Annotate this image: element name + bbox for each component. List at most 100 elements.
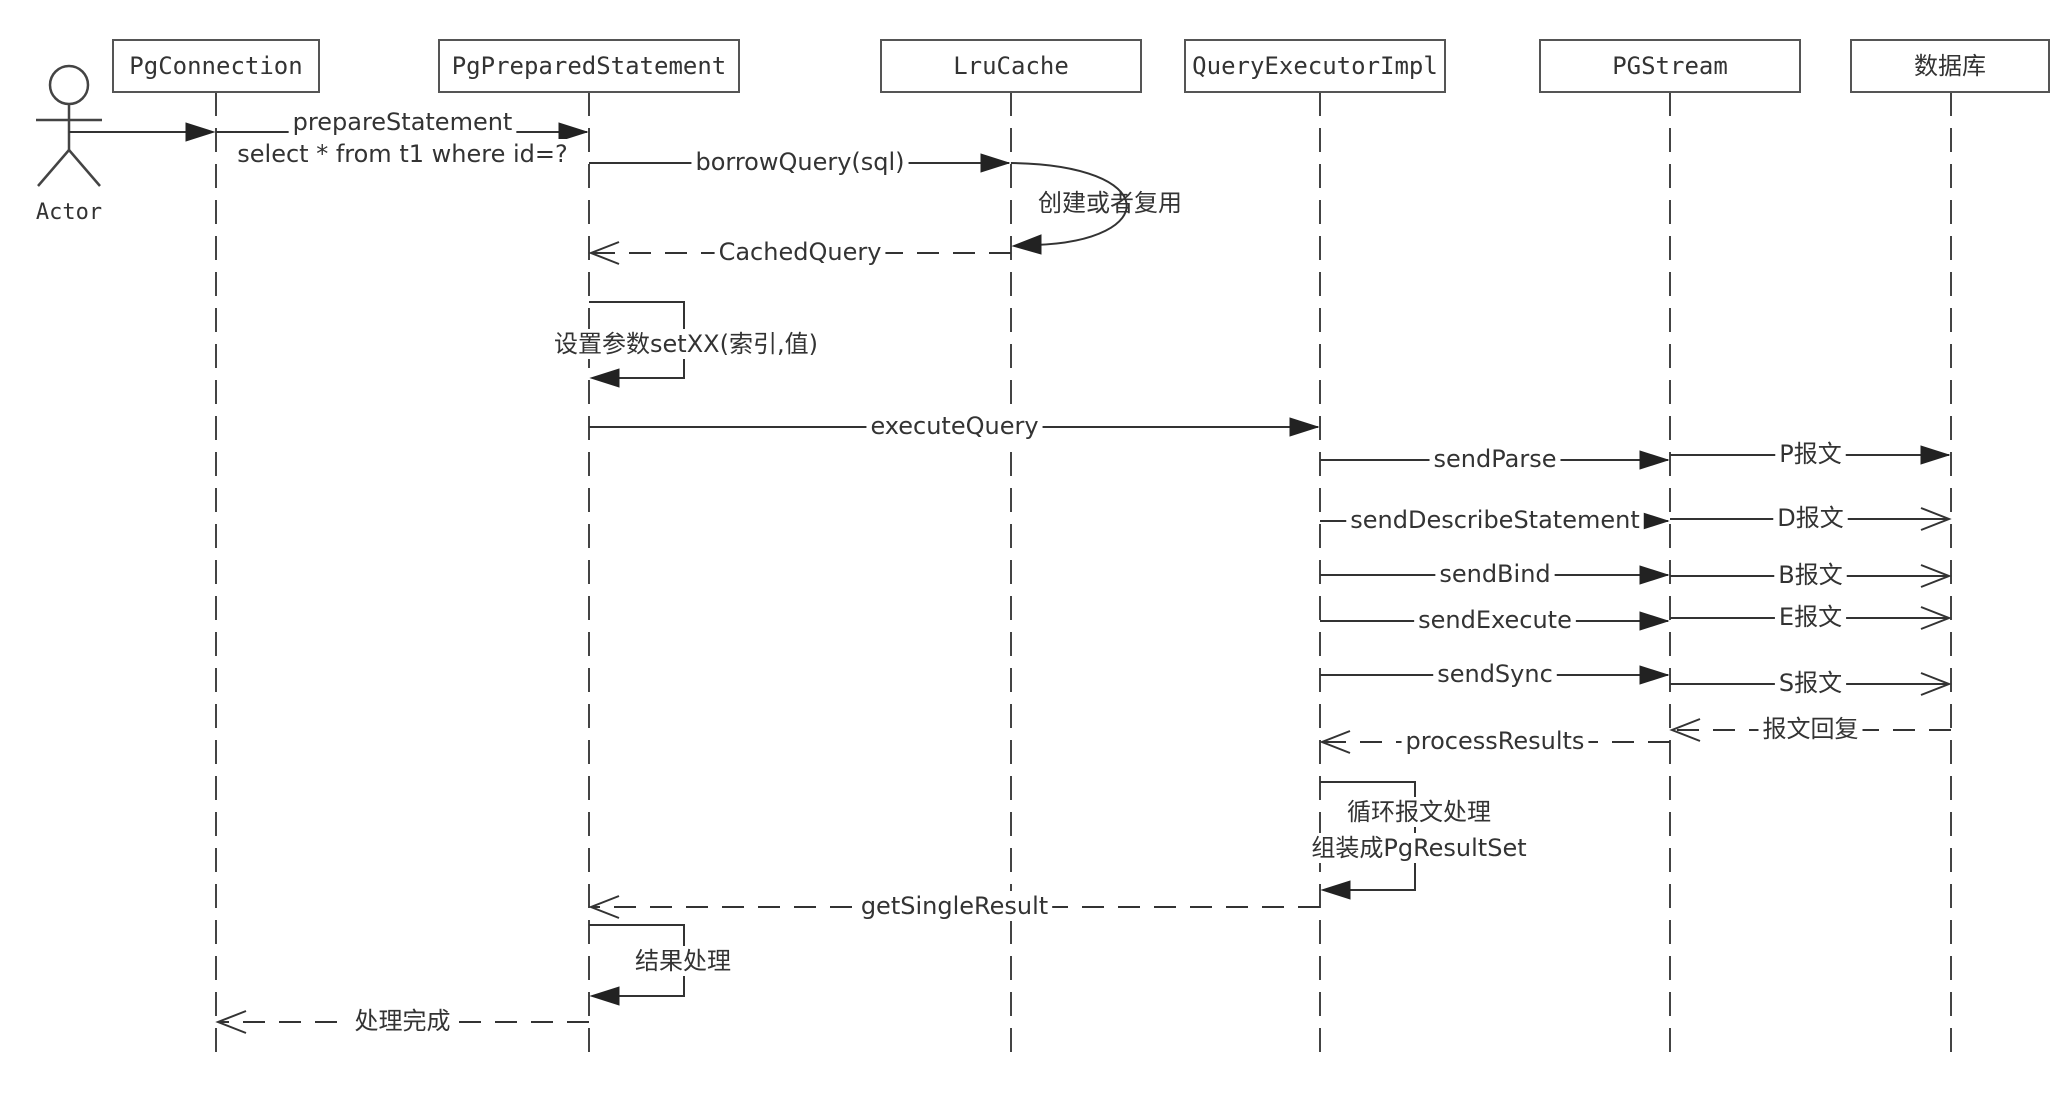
message-s-message: S报文 [1670, 668, 1952, 698]
message-borrow-query: borrowQuery(sql) [589, 147, 1011, 177]
arrowhead-filled [1639, 511, 1670, 531]
label-background [631, 946, 735, 976]
message-label: CachedQuery [719, 238, 882, 266]
arrowhead-filled [1320, 880, 1351, 900]
message-send-parse: sendParse [1320, 444, 1670, 474]
message-label: prepareStatement [293, 108, 513, 136]
message-d-message: D报文 [1670, 503, 1952, 533]
label-background [1435, 559, 1555, 589]
label-background [1773, 503, 1848, 533]
label-background [1414, 605, 1576, 635]
label-background [1401, 726, 1589, 756]
arrowhead-filled [1920, 445, 1951, 465]
participant-label: LruCache [953, 52, 1069, 80]
self-call-label: 创建或者复用 [1038, 189, 1182, 217]
message-label: sendExecute [1418, 606, 1572, 634]
actor-right-leg [68, 149, 101, 187]
message-label: B报文 [1778, 561, 1842, 589]
message-label: sendDescribeStatement [1350, 506, 1640, 534]
participant-label: PgConnection [129, 52, 302, 80]
participant-pgpreparedstatement: PgPreparedStatement [438, 39, 740, 93]
participant-label: QueryExecutorImpl [1192, 52, 1438, 80]
message-label: executeQuery [870, 412, 1038, 440]
participant-lrucache: LruCache [880, 39, 1142, 93]
label-background [1758, 714, 1863, 744]
message-send-execute: sendExecute [1320, 605, 1670, 635]
arrowhead-filled [589, 986, 620, 1006]
participant-box [1850, 39, 2050, 93]
participant-box [1539, 39, 1801, 93]
label-background [1346, 505, 1644, 535]
arrowhead-filled [589, 368, 620, 388]
message-send-bind: sendBind [1320, 559, 1670, 589]
participant-pgconnection: PgConnection [112, 39, 320, 93]
message-label: S报文 [1779, 669, 1842, 697]
actor-left-leg [37, 149, 70, 187]
message-get-single-result: getSingleResult [588, 891, 1320, 921]
arrowhead-open [1920, 606, 1952, 630]
participant-box [438, 39, 740, 93]
arrowhead-open [1920, 672, 1952, 696]
participant-box [880, 39, 1142, 93]
message-result-processing: 结果处理 [589, 924, 735, 1006]
arrowhead-open [588, 241, 620, 265]
self-call-label: 设置参数setXX(索引,值) [554, 330, 818, 358]
participant-label: PGStream [1612, 52, 1728, 80]
self-call-label: 循环报文处理 [1347, 798, 1491, 826]
label-background [350, 1006, 455, 1036]
participant-label: PgPreparedStatement [452, 52, 727, 80]
label-background [550, 329, 822, 359]
arrowhead-filled [1639, 611, 1670, 631]
self-call-curve [1010, 162, 1128, 246]
message-label: 处理完成 [355, 1007, 451, 1035]
arrowhead-filled [1639, 565, 1670, 585]
participant-box [112, 39, 320, 93]
arrowhead-open [1319, 730, 1351, 754]
message-sublabel: select * from t1 where id=? [237, 140, 567, 168]
message-label: E报文 [1779, 603, 1842, 631]
message-create-or-reuse: 创建或者复用 [1010, 162, 1182, 255]
arrowhead-open [215, 1010, 247, 1034]
message-b-message: B报文 [1670, 560, 1952, 590]
arrowhead-open [1920, 507, 1952, 531]
message-label: processResults [1406, 727, 1585, 755]
message-processing-complete: 处理完成 [215, 1006, 589, 1036]
label-background [1774, 668, 1847, 698]
actor: Actor [36, 64, 216, 225]
message-prepare-statement: prepareStatement select * from t1 where i… [216, 107, 589, 169]
message-cached-query: CachedQuery [588, 237, 1011, 267]
message-execute-query: executeQuery [589, 411, 1320, 441]
label-background [1774, 602, 1847, 632]
participant-label: 数据库 [1914, 52, 1986, 80]
message-set-params: 设置参数setXX(索引,值) [550, 301, 822, 388]
label-background [691, 147, 909, 177]
message-process-results: processResults [1319, 726, 1670, 756]
label-background [1433, 659, 1557, 689]
message-label: sendBind [1439, 560, 1550, 588]
actor-head-icon [48, 64, 90, 106]
message-label: P报文 [1779, 440, 1841, 468]
arrowhead-filled [1011, 234, 1042, 255]
message-message-reply: 报文回复 [1669, 714, 1951, 744]
arrowhead-filled [1639, 665, 1670, 685]
message-e-message: E报文 [1670, 602, 1952, 632]
participant-box [1184, 39, 1446, 93]
arrowhead-filled [558, 122, 589, 142]
self-call-sublabel: 组装成PgResultSet [1311, 834, 1526, 862]
message-label: getSingleResult [861, 892, 1048, 920]
message-send-describe: sendDescribeStatement [1320, 505, 1670, 535]
message-send-sync: sendSync [1320, 659, 1670, 689]
label-background [1775, 439, 1846, 469]
participant-queryexecutorimpl: QueryExecutorImpl [1184, 39, 1446, 93]
message-p-message: P报文 [1670, 439, 1951, 469]
participant-database: 数据库 [1850, 39, 2050, 93]
participant-pgstream: PGStream [1539, 39, 1801, 93]
message-label: sendParse [1434, 445, 1557, 473]
message-label: sendSync [1437, 660, 1553, 688]
arrowhead-filled [185, 122, 216, 142]
label-background [714, 237, 886, 267]
label-background [233, 139, 572, 169]
message-label: 报文回复 [1763, 715, 1859, 743]
